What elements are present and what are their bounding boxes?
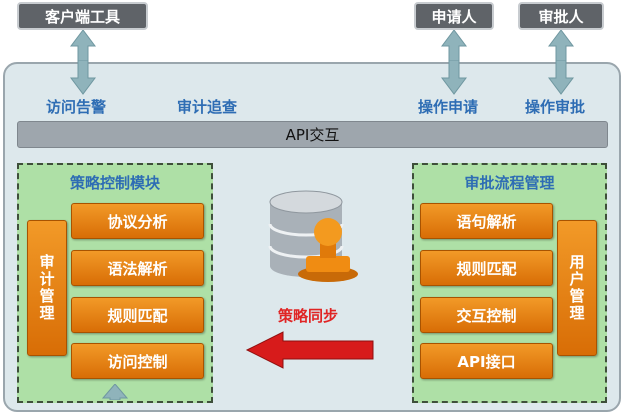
client-tools-box: 客户端工具 xyxy=(17,2,148,30)
operation-approve-caption: 操作审批 xyxy=(525,98,586,116)
policy-module-title: 策略控制模块 xyxy=(69,174,160,192)
access-control-box: 访问控制 xyxy=(71,343,204,379)
applicant-box: 申请人 xyxy=(414,2,494,30)
user-management-box: 用户管理 xyxy=(557,220,597,356)
interaction-control-box: 交互控制 xyxy=(420,297,553,333)
rule-matching-box: 规则匹配 xyxy=(71,297,204,333)
audit-management-label: 审计管理 xyxy=(37,254,56,322)
statement-parsing-box: 语句解析 xyxy=(420,203,553,239)
approver-box: 审批人 xyxy=(518,2,604,30)
audit-trace-caption: 审计追查 xyxy=(177,98,238,116)
policy-sync-arrow xyxy=(245,331,374,369)
audit-management-box: 审计管理 xyxy=(27,220,67,356)
api-interface-box: API接口 xyxy=(420,343,553,379)
policy-sync-label: 策略同步 xyxy=(278,307,339,325)
approval-module-title: 审批流程管理 xyxy=(464,174,555,192)
syntax-parsing-box: 语法解析 xyxy=(71,250,204,286)
database-stamp-icon xyxy=(268,190,358,282)
user-management-label: 用户管理 xyxy=(567,254,586,322)
operation-apply-caption: 操作申请 xyxy=(418,98,479,116)
arrow-tips xyxy=(70,60,574,95)
rule-matching-box-right: 规则匹配 xyxy=(420,250,553,286)
access-alert-caption: 访问告警 xyxy=(46,98,107,116)
access-control-down-arrow xyxy=(101,384,129,400)
protocol-analysis-box: 协议分析 xyxy=(71,203,204,239)
api-interaction-bar: API交互 xyxy=(17,121,608,148)
